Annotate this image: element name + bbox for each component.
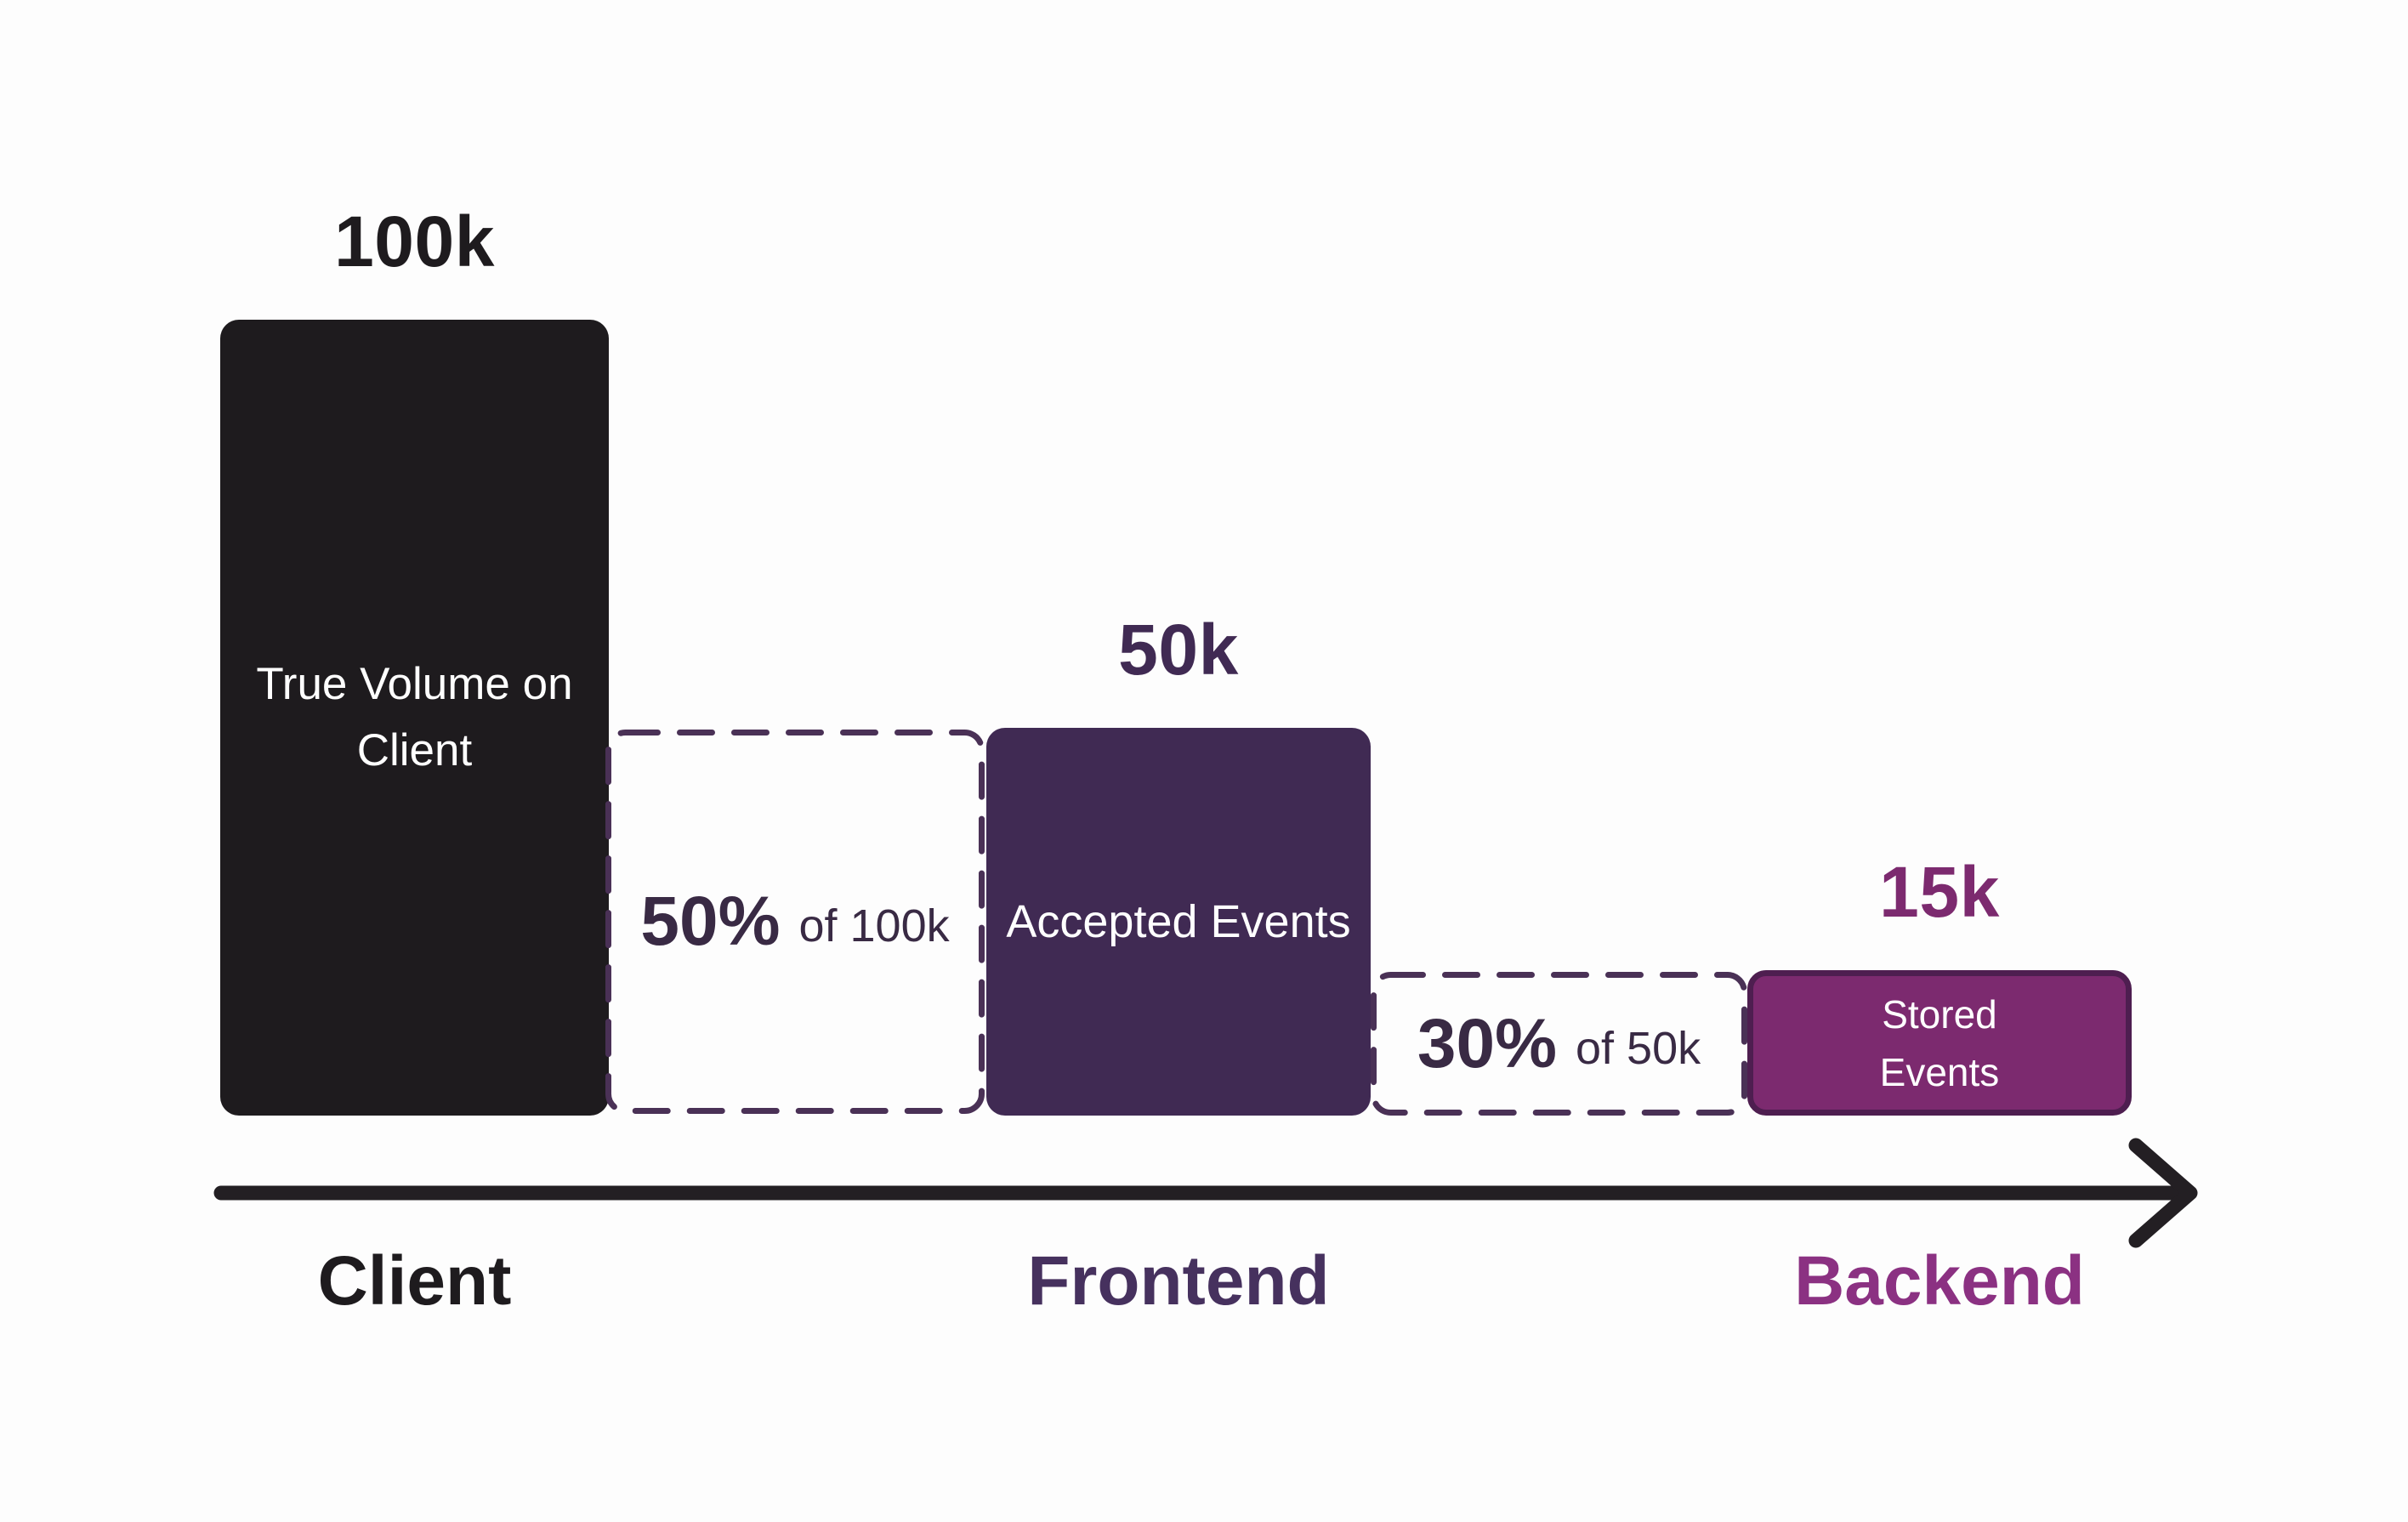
dashed-border-icon: [605, 730, 985, 1114]
bar-client-label: True Volume on Client: [256, 659, 573, 775]
dashed-border-icon: [1371, 972, 1747, 1116]
bar-frontend: Accepted Events: [986, 728, 1371, 1116]
bar-backend: Stored Events: [1747, 970, 2132, 1116]
flow-arrow-icon: [213, 1138, 2198, 1248]
bar-client: True Volume on Client: [220, 320, 609, 1116]
stage-label-frontend: Frontend: [1027, 1242, 1330, 1320]
retention-drop-box-2: 30% of 50k: [1371, 972, 1747, 1116]
bar-backend-label: Stored Events: [1879, 991, 2000, 1094]
value-label-frontend: 50k: [1118, 610, 1239, 690]
retention-drop-1-text: 50% of 100k: [640, 883, 950, 960]
stage-label-client: Client: [317, 1242, 512, 1320]
value-label-backend: 15k: [1879, 852, 2000, 932]
stage-label-backend: Backend: [1794, 1242, 2085, 1320]
value-label-client: 100k: [334, 202, 495, 281]
bar-frontend-label: Accepted Events: [1006, 896, 1351, 947]
retention-drop-2-text: 30% of 50k: [1417, 1004, 1701, 1082]
retention-drop-box-1: 50% of 100k: [605, 730, 985, 1114]
